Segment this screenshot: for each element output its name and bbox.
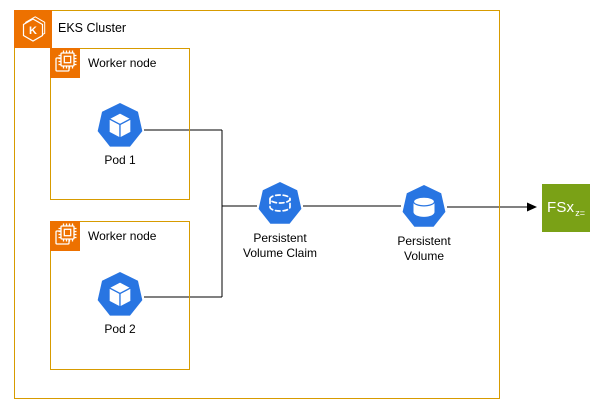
arrowhead-to-fsx (527, 202, 537, 212)
worker-node-1-label: Worker node (88, 56, 157, 70)
worker-node-1-box (50, 48, 190, 200)
worker-node-chip-icon (50, 48, 80, 78)
persistent-volume-label: Persistent Volume (397, 234, 451, 263)
persistent-volume-claim-label: Persistent Volume Claim (242, 231, 318, 260)
pod-2-icon (97, 272, 143, 316)
pod-2-label: Pod 2 (104, 322, 136, 336)
worker-node-chip-icon (50, 221, 80, 251)
fsx-label: FSx (546, 198, 575, 216)
fsx-icon: FSxz= (542, 184, 590, 232)
persistent-volume-claim-icon (258, 182, 302, 224)
persistent-volume-icon (402, 185, 446, 227)
eks-cluster-label: EKS Cluster (58, 21, 127, 35)
eks-cluster-box (14, 10, 500, 399)
worker-node-2-box (50, 221, 190, 370)
eks-icon: K (14, 10, 52, 48)
pod-1-label: Pod 1 (104, 153, 136, 167)
worker-node-2-label: Worker node (88, 229, 157, 243)
svg-text:K: K (29, 25, 37, 37)
fsx-sublabel: z= (575, 207, 586, 218)
pod-1-icon (97, 103, 143, 147)
